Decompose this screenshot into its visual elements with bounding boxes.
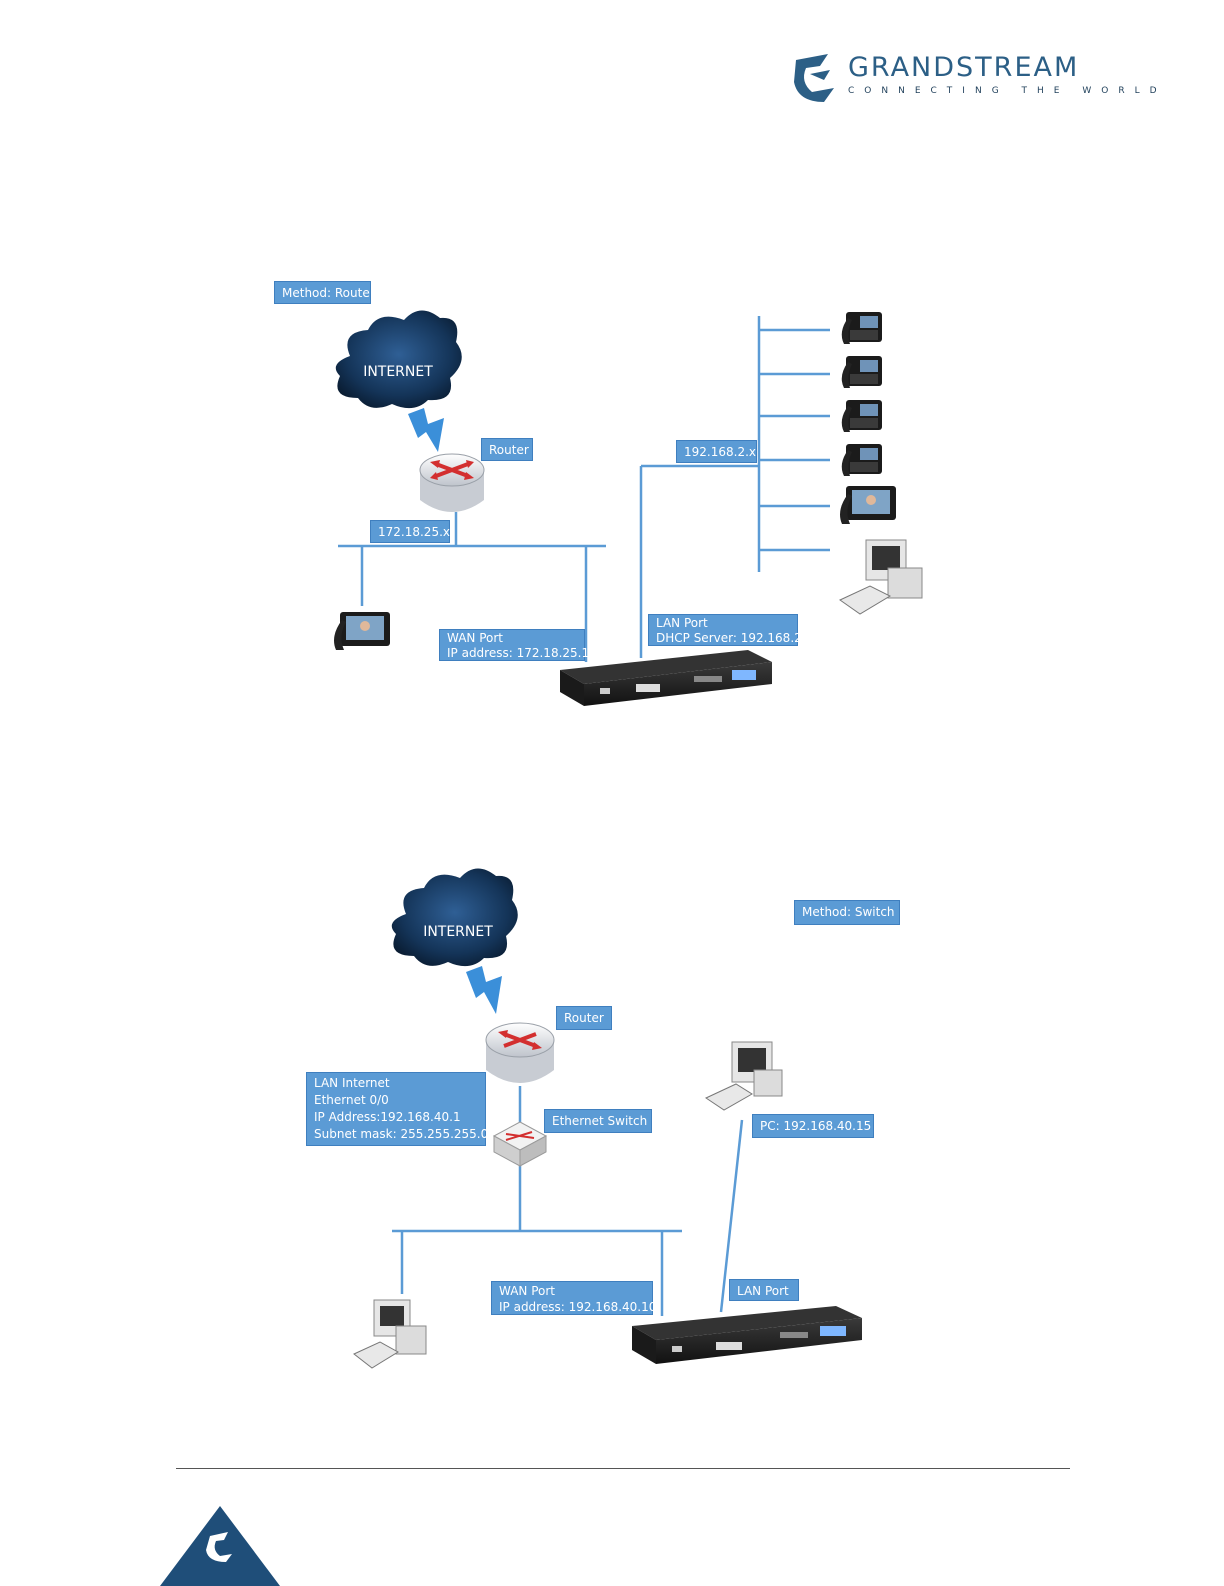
- brand-header: GRANDSTREAM CONNECTING THE WORLD: [790, 52, 1157, 108]
- router-icon: [485, 1022, 555, 1083]
- router-label: Router: [556, 1006, 612, 1030]
- lan-internet-label: LAN Internet Ethernet 0/0 IP Address:192…: [306, 1072, 488, 1146]
- ip-phone-icon: [841, 400, 882, 432]
- diagram2-lines: [392, 1086, 744, 1316]
- wan-port-label: WAN Port IP address: 172.18.25.10: [439, 629, 597, 661]
- wan-port-label: WAN Port IP address: 192.168.40.10: [491, 1281, 656, 1315]
- ip-phone-icon: [841, 444, 882, 476]
- ip-phone-icon: [841, 312, 882, 344]
- desktop-pc-icon: [839, 539, 923, 615]
- brand-tagline: CONNECTING THE WORLD: [848, 86, 1167, 96]
- grandstream-logo-icon: [794, 54, 834, 102]
- ucm-appliance-icon: [632, 1306, 862, 1364]
- lan-port-label: LAN Port: [729, 1279, 799, 1301]
- footer-logo-icon: [160, 1506, 280, 1586]
- router-icon: [419, 453, 485, 512]
- internet-cloud-icon: INTERNET: [391, 868, 518, 967]
- lan-subnet-label: 192.168.2.x: [676, 440, 757, 463]
- cloud-label: INTERNET: [423, 924, 493, 940]
- lightning-icon: [408, 408, 444, 452]
- router-label: Router: [481, 438, 533, 461]
- ethernet-switch-label: Ethernet Switch: [544, 1109, 652, 1133]
- video-phone-icon: [840, 486, 896, 524]
- desktop-pc-icon: [704, 1041, 783, 1111]
- brand-name: GRANDSTREAM: [848, 52, 1080, 83]
- footer-divider: [176, 1468, 1070, 1469]
- lan-port-label: LAN Port DHCP Server: 192.168.2.1: [648, 614, 813, 646]
- cloud-label: INTERNET: [363, 364, 433, 380]
- ucm-appliance-icon: [560, 650, 772, 706]
- ip-phone-icon: [841, 356, 882, 388]
- diagram1-lines: [338, 316, 830, 662]
- desktop-pc-icon: [353, 1299, 427, 1369]
- pc-address-label: PC: 192.168.40.15: [752, 1114, 874, 1138]
- video-phone-icon: [334, 612, 390, 650]
- method-switch-label: Method: Switch: [794, 900, 900, 925]
- method-route-label: Method: Route: [274, 281, 371, 304]
- wan-subnet-label: 172.18.25.x: [370, 520, 450, 543]
- lightning-icon: [466, 966, 502, 1014]
- internet-cloud-icon: INTERNET: [335, 310, 462, 409]
- ethernet-switch-icon: [492, 1121, 548, 1167]
